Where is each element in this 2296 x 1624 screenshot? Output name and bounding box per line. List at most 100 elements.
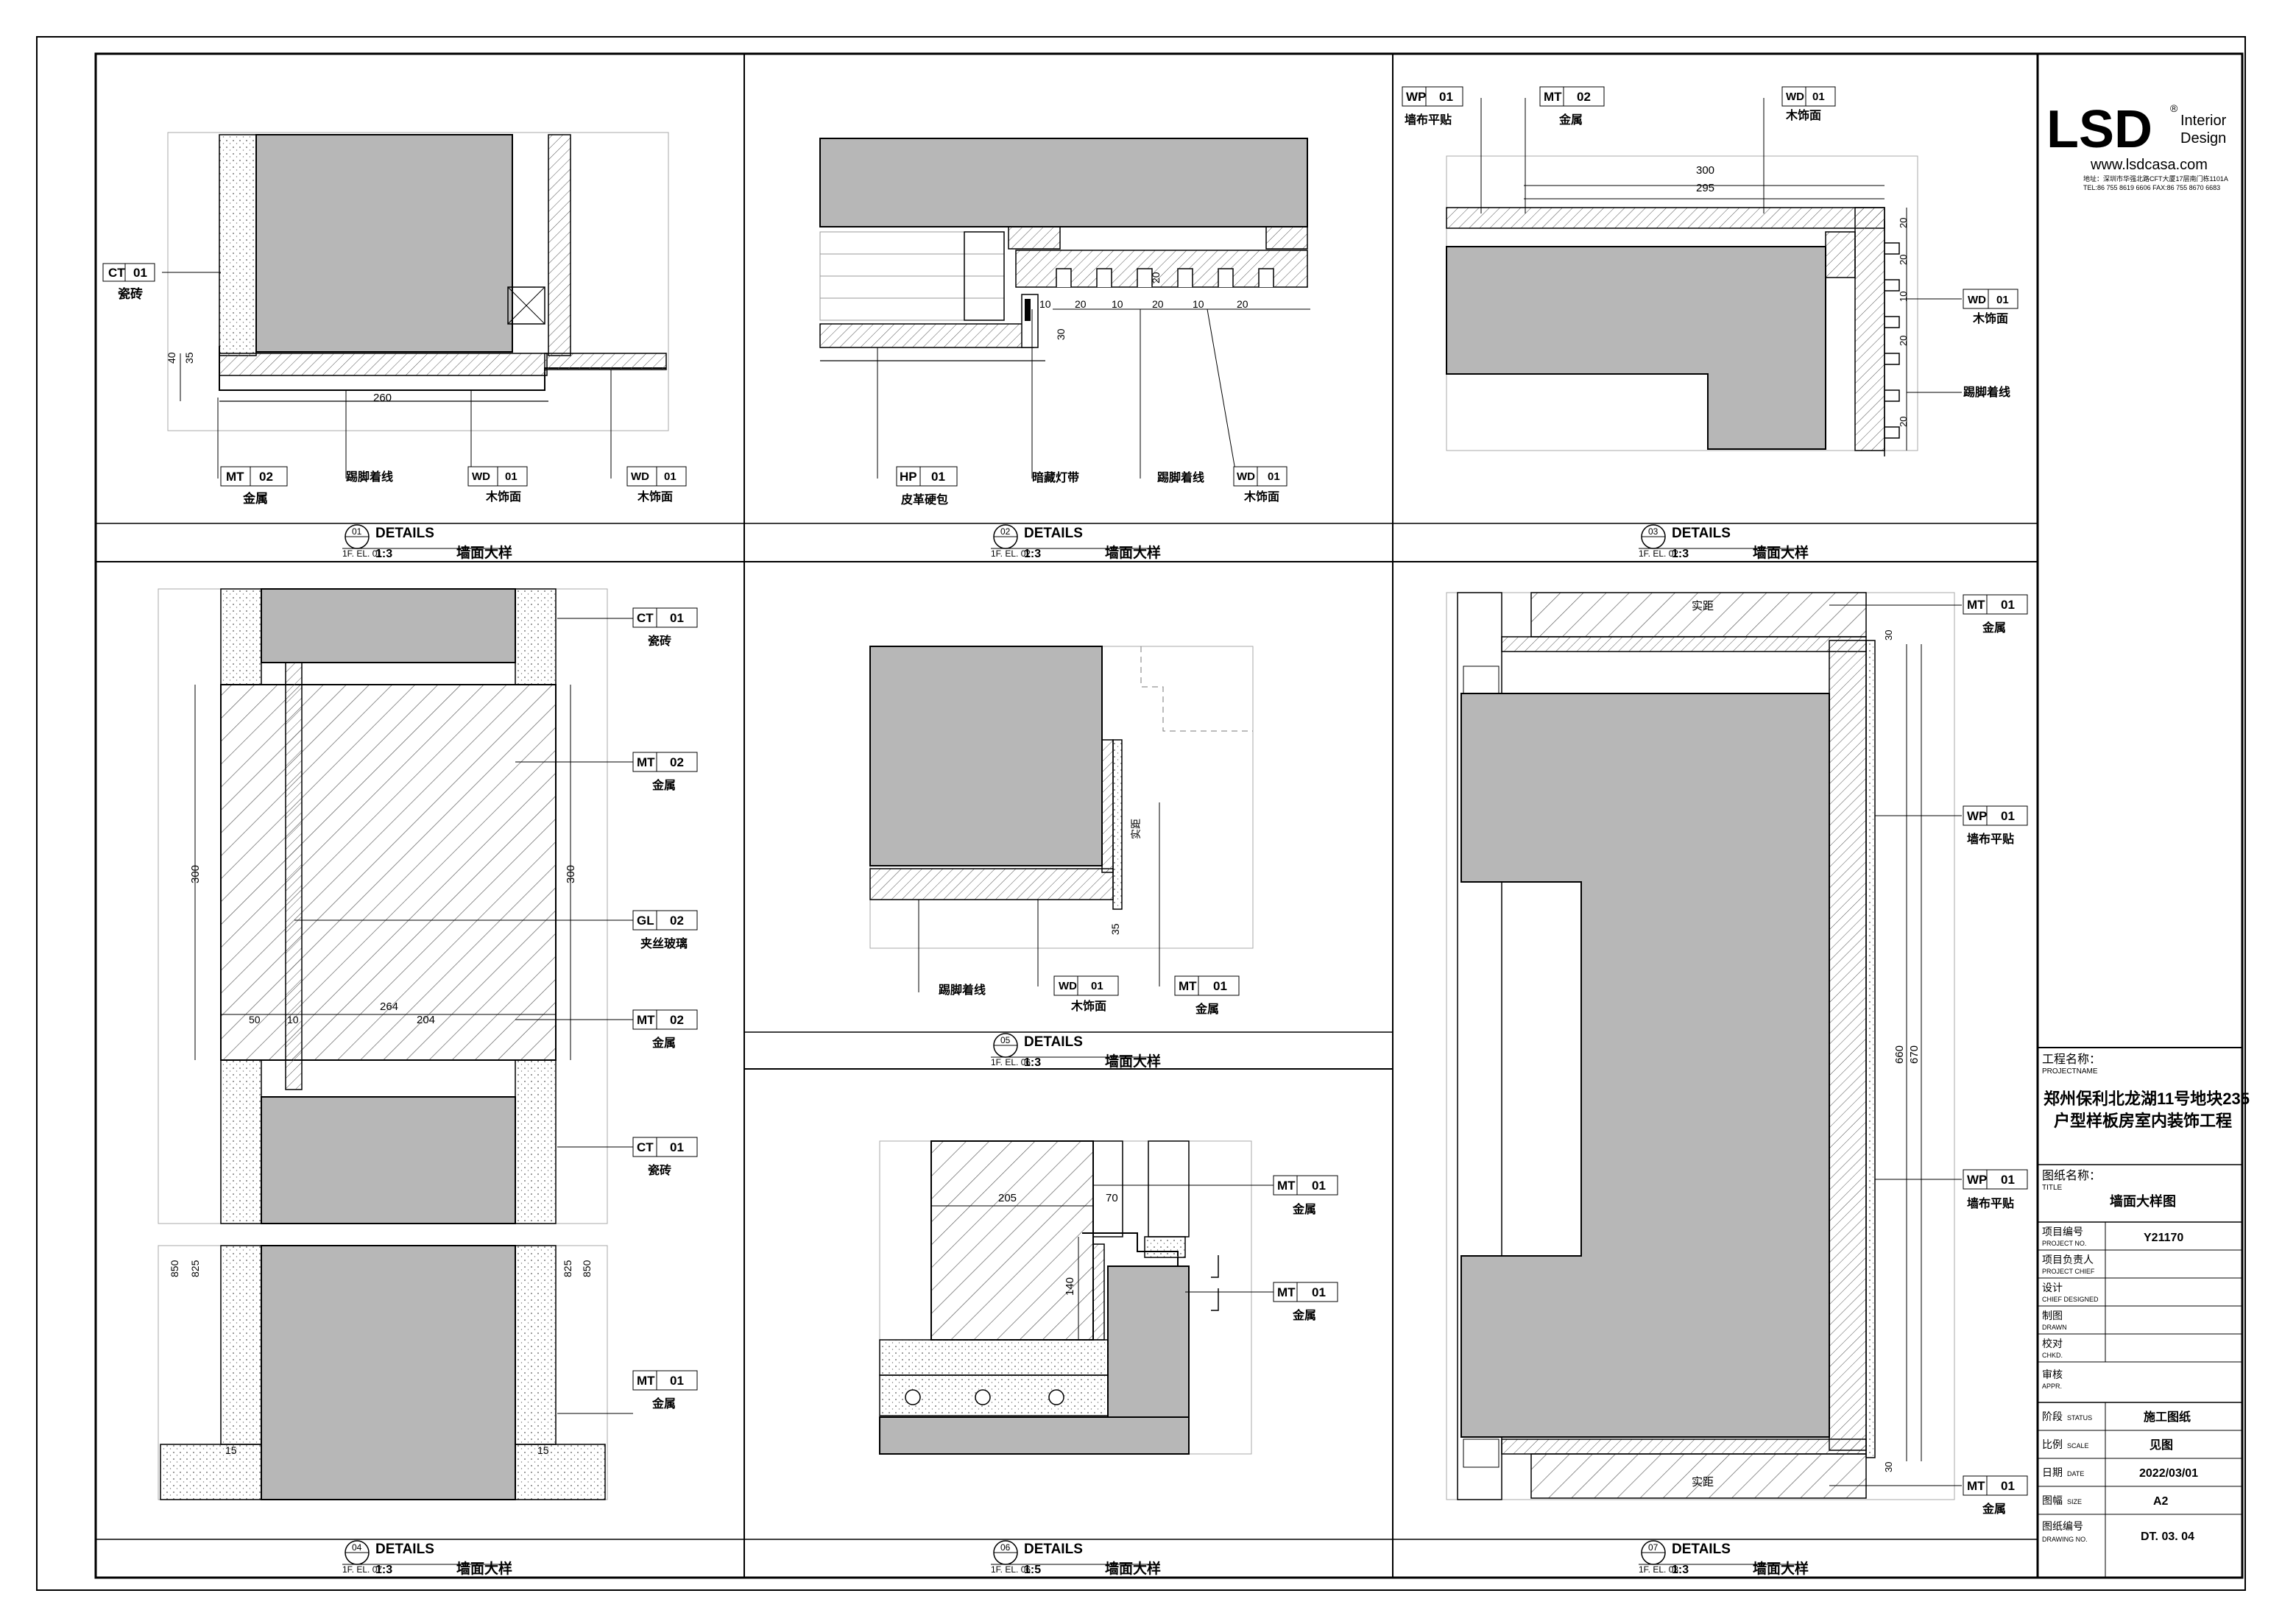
panel-05-number: 05	[1000, 1035, 1011, 1045]
callout-05-wd-code: WD	[1059, 980, 1077, 992]
panel-04-ref: 1F. EL. 07	[342, 1564, 382, 1575]
dim-03-20a: 20	[1898, 218, 1909, 228]
callout-03-wd2-code: WD	[1968, 294, 1986, 306]
row-0-value: Y21170	[2144, 1232, 2183, 1244]
callout-01-wd2-label: 木饰面	[637, 490, 673, 504]
dim-02-v30: 30	[1055, 328, 1067, 340]
panel-04-number: 04	[352, 1542, 362, 1553]
panel-01-number: 01	[352, 526, 362, 537]
callout-05-mt-label: 金属	[1195, 1002, 1219, 1016]
callout-02-wd-num: 01	[1268, 470, 1280, 483]
panel-06-title: DETAILS	[1024, 1542, 1083, 1557]
detail-04-callouts	[294, 607, 698, 1414]
callout-07-mt2-code: MT	[1967, 1479, 1985, 1493]
detail-06-drawing	[879, 1140, 1252, 1455]
dwg-value: DT. 03. 04	[2141, 1531, 2194, 1543]
dim-02-b: 20	[1075, 298, 1087, 310]
callout-04-ct2-code: CT	[637, 1140, 654, 1154]
panel-07-title: DETAILS	[1672, 1542, 1731, 1557]
panel-01-scale: 1:3	[375, 548, 392, 560]
row-4-cn: 校对	[2042, 1338, 2063, 1349]
drawing-frame	[94, 52, 2244, 1579]
status-cn: 阶段	[2042, 1411, 2063, 1422]
detail-07-drawing	[1446, 592, 1955, 1500]
callout-04-ct2-label: 瓷砖	[648, 1163, 671, 1177]
callout-01-wd2-num: 01	[664, 470, 677, 483]
logo-interior: Interior	[2180, 113, 2227, 129]
panel-06-subtitle: 墙面大样	[1105, 1560, 1161, 1577]
callout-03-wp-label: 墙布平贴	[1405, 113, 1452, 127]
dim-07-660: 660	[1893, 1045, 1906, 1064]
status-value: 施工图纸	[2144, 1410, 2191, 1424]
callout-06-mt-num: 01	[1312, 1179, 1326, 1193]
dim-02-f: 20	[1237, 298, 1248, 310]
callout-03-wp-code: WP	[1406, 90, 1426, 104]
detail-03-drawing	[1446, 155, 1918, 456]
scale-cn: 比例	[2042, 1438, 2063, 1450]
callout-04-gl-code: GL	[637, 914, 654, 928]
title-block-grid	[2038, 1047, 2242, 1578]
panel-01-ref: 1F. EL. 01	[342, 548, 382, 559]
callout-03-skirting: 踢脚着线	[1963, 385, 2010, 399]
callout-03-wd2-num: 01	[1996, 294, 2009, 306]
dim-05-actual: 实距	[1130, 819, 1142, 839]
callout-07-mt2-label: 金属	[1982, 1502, 2006, 1516]
callout-06-mt-label: 金属	[1292, 1202, 1316, 1216]
dim-04-825-right: 825	[562, 1260, 573, 1277]
callout-07-wp2-code: WP	[1967, 1173, 1987, 1187]
dim-04-10: 10	[287, 1014, 299, 1025]
callout-04-mt2-code: MT	[637, 1013, 655, 1027]
dim-04-850-right: 850	[581, 1260, 593, 1277]
project-label-cn: 工程名称：	[2042, 1053, 2101, 1066]
scale-en: SCALE	[2067, 1442, 2089, 1450]
scale-value: 见图	[2150, 1438, 2173, 1452]
row-5-cn: 审核	[2042, 1369, 2063, 1380]
callout-04-mt2-label: 金属	[651, 1036, 676, 1050]
size-en: SIZE	[2067, 1498, 2082, 1505]
title-label-en: TITLE	[2042, 1184, 2063, 1192]
panel-03-number: 03	[1648, 526, 1659, 537]
size-value: A2	[2153, 1495, 2169, 1508]
sheet-frame	[36, 36, 2246, 1591]
dim-06-205: 205	[998, 1192, 1017, 1204]
dim-01-h40: 40	[166, 352, 177, 364]
panel-05-title: DETAILS	[1024, 1034, 1083, 1050]
callout-04-mt3-code: MT	[637, 1374, 655, 1388]
callout-04-ct2-num: 01	[670, 1140, 684, 1154]
callout-01-ct-code: CT	[108, 266, 125, 280]
detail-02-drawing	[819, 138, 1310, 361]
dim-04-300-left: 300	[189, 865, 202, 883]
callout-03-wp-num: 01	[1439, 90, 1453, 104]
callout-01-wd2-code: WD	[631, 470, 649, 483]
callout-05-wd-label: 木饰面	[1070, 999, 1106, 1013]
dim-06-70: 70	[1106, 1192, 1118, 1204]
dim-07-30-bottom: 30	[1883, 1462, 1894, 1472]
panel-03-ref: 1F. EL. 02	[1639, 548, 1678, 559]
dim-04-15-right: 15	[537, 1444, 549, 1456]
callout-06-mt2-label: 金属	[1292, 1308, 1316, 1322]
panel-05-ref: 1F. EL. 06	[991, 1057, 1031, 1067]
panel-07-ref: 1F. EL. 03	[1639, 1564, 1678, 1575]
callout-02-wd-code: WD	[1237, 470, 1255, 483]
status-en: STATUS	[2067, 1414, 2092, 1422]
project-name-line2: 户型样板房室内装饰工程	[2054, 1112, 2232, 1130]
row-0-en: PROJECT NO.	[2042, 1240, 2086, 1247]
dim-03-20b: 20	[1898, 255, 1909, 265]
callout-06-mt-code: MT	[1277, 1179, 1296, 1193]
callout-07-wp-label: 墙布平贴	[1967, 832, 2014, 846]
callout-05-mt-code: MT	[1179, 979, 1197, 993]
dim-02-d: 20	[1152, 298, 1164, 310]
size-cn: 图幅	[2042, 1494, 2063, 1506]
callout-02-hp-label: 皮革硬包	[900, 493, 948, 506]
dim-03-20d: 20	[1898, 417, 1909, 427]
dim-02-v20: 20	[1150, 272, 1162, 283]
logo-address: 地址：深圳市华强北路CFT大厦17层南门栋1101A	[2083, 174, 2228, 183]
callout-02-skirting: 踢脚着线	[1157, 470, 1204, 484]
detail-01-callouts	[102, 263, 687, 487]
callout-04-mt3-label: 金属	[651, 1397, 676, 1411]
panel-07-scale: 1:3	[1672, 1564, 1689, 1576]
detail-06-callouts	[1093, 1175, 1338, 1302]
panel-02-ref: 1F. EL. 02	[991, 548, 1031, 559]
panel-07-number: 07	[1648, 1542, 1659, 1553]
